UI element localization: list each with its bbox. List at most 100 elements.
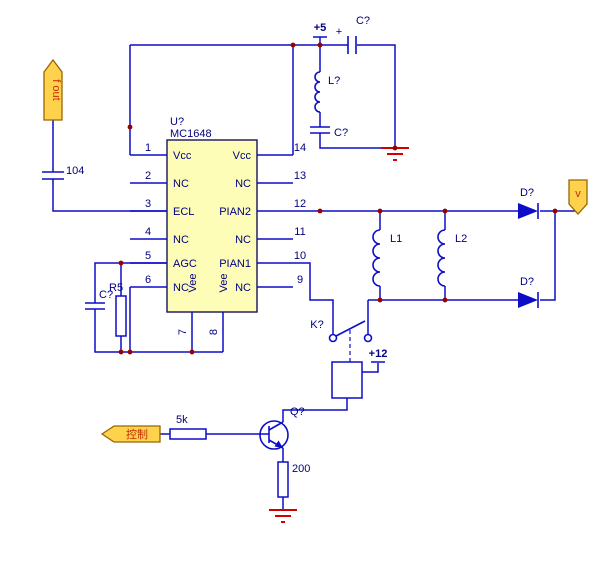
power-plus12-label[interactable]: +12 — [369, 348, 388, 360]
inductor-l2[interactable]: L2 — [437, 229, 467, 287]
inductor-label: L? — [328, 75, 340, 87]
wire-agc-vee-net — [94, 262, 223, 353]
ic-body[interactable] — [166, 139, 258, 313]
capacitor-label: C? — [356, 15, 370, 27]
diode-top[interactable]: D? — [518, 187, 539, 219]
pin-name-nc-9: NC — [235, 282, 251, 294]
switch-contact-left[interactable] — [328, 333, 338, 343]
capacitor-label: C? — [99, 289, 113, 301]
pin-number-14: 14 — [294, 142, 306, 154]
junction-dot — [552, 208, 558, 214]
capacitor-agc[interactable]: C? — [85, 289, 113, 310]
relay-coil-body[interactable] — [331, 361, 363, 399]
junction-dot — [118, 349, 124, 355]
resistor-label: 5k — [176, 414, 188, 426]
pin-name-agc: AGC — [173, 258, 197, 270]
transistor-q[interactable]: Q? — [259, 406, 305, 450]
pin-number-6: 6 — [145, 274, 151, 286]
pin-number-5: 5 — [145, 250, 151, 262]
junction-dot — [392, 145, 398, 151]
ic-mc1648[interactable]: U? MC1648 1 2 3 4 5 6 14 13 12 11 10 9 7… — [130, 116, 306, 352]
port-label: v — [575, 188, 581, 200]
junction-dot — [118, 260, 124, 266]
pin-name-ecl: ECL — [173, 206, 194, 218]
pin-name-vcc-right: Vcc — [233, 150, 252, 162]
capacitor-label: C? — [334, 127, 348, 139]
wire-pian1-to-switch — [293, 262, 369, 334]
pin-name-vcc-left: Vcc — [173, 150, 192, 162]
resistor-r5[interactable]: R5 — [109, 282, 127, 337]
pin-number-13: 13 — [294, 170, 306, 182]
capacitor-label: 104 — [66, 165, 84, 177]
port-control[interactable]: 控制 — [100, 425, 161, 443]
junction-dot — [127, 124, 133, 130]
wire-coil-to-collector — [282, 398, 348, 422]
resistor-5k[interactable]: 5k — [169, 414, 207, 440]
port-flag[interactable] — [100, 425, 161, 443]
capacitor-polarity: + — [336, 26, 342, 38]
capacitor-electrolytic-top[interactable]: + C? — [336, 15, 370, 54]
wire-fout-to-ecl — [52, 120, 167, 212]
capacitor-plates — [42, 171, 64, 180]
pin-name-nc-6: NC — [173, 282, 189, 294]
pin-number-8: 8 — [208, 329, 220, 335]
port-flag[interactable] — [43, 58, 63, 121]
transistor-emitter-arrow — [274, 440, 283, 448]
junction-dot — [317, 208, 323, 214]
junction-dot — [442, 208, 448, 214]
diode-bottom[interactable]: D? — [518, 276, 539, 308]
resistor-body[interactable] — [277, 461, 289, 498]
pin-number-12: 12 — [294, 198, 306, 210]
junction-dot — [377, 297, 383, 303]
inductor-coil — [314, 71, 321, 113]
pin-number-3: 3 — [145, 198, 151, 210]
pin-name-nc-2: NC — [173, 178, 189, 190]
resistor-200[interactable]: 200 — [277, 461, 310, 498]
ic-pin-stubs — [130, 154, 293, 352]
resistor-label: 200 — [292, 463, 310, 475]
switch-contact-right[interactable] — [363, 333, 373, 343]
port-flag[interactable] — [568, 179, 588, 215]
relay-k[interactable]: K? — [310, 319, 373, 399]
diode-triangle — [518, 203, 538, 219]
pin-number-1: 1 — [145, 142, 151, 154]
junction-dot — [290, 42, 296, 48]
power-plus5-label[interactable]: +5 — [314, 22, 327, 34]
relay-label: K? — [310, 319, 323, 331]
capacitor-104[interactable]: 104 — [42, 165, 84, 180]
inductor-choke[interactable]: L? — [314, 71, 340, 113]
port-label: f out — [50, 79, 62, 100]
transistor-body[interactable] — [259, 420, 289, 450]
ic-part-number: MC1648 — [170, 128, 212, 140]
pin-number-2: 2 — [145, 170, 151, 182]
diode-label: D? — [520, 187, 534, 199]
pin-number-7: 7 — [177, 329, 189, 335]
junction-dot — [127, 349, 133, 355]
pin-name-nc-4: NC — [173, 234, 189, 246]
capacitor-choke-bypass[interactable]: C? — [310, 126, 348, 139]
junction-dot — [189, 349, 195, 355]
capacitor-plates — [85, 302, 105, 310]
resistor-body[interactable] — [169, 428, 207, 440]
pin-name-nc-13: NC — [235, 178, 251, 190]
switch-blade — [335, 320, 366, 337]
ground-symbol-bottom — [269, 509, 297, 523]
wire-vcc-rail — [129, 36, 396, 155]
pin-number-11: 11 — [294, 226, 305, 238]
junction-dot — [442, 297, 448, 303]
port-fout[interactable]: f out — [43, 58, 63, 121]
resistor-body[interactable] — [115, 295, 127, 337]
wire-base-emitter — [160, 433, 284, 510]
junction-dots — [118, 42, 558, 355]
resistor-label: R5 — [109, 282, 123, 294]
pin-name-vee-7: Vee — [187, 274, 199, 293]
pin-number-9: 9 — [297, 274, 303, 286]
inductor-coil — [437, 229, 446, 287]
capacitor-plates — [310, 126, 330, 134]
port-label: 控制 — [126, 427, 148, 441]
diode-triangle — [518, 292, 538, 308]
port-varactor-voltage[interactable]: v — [568, 179, 588, 215]
inductor-l1[interactable]: L1 — [372, 229, 402, 287]
